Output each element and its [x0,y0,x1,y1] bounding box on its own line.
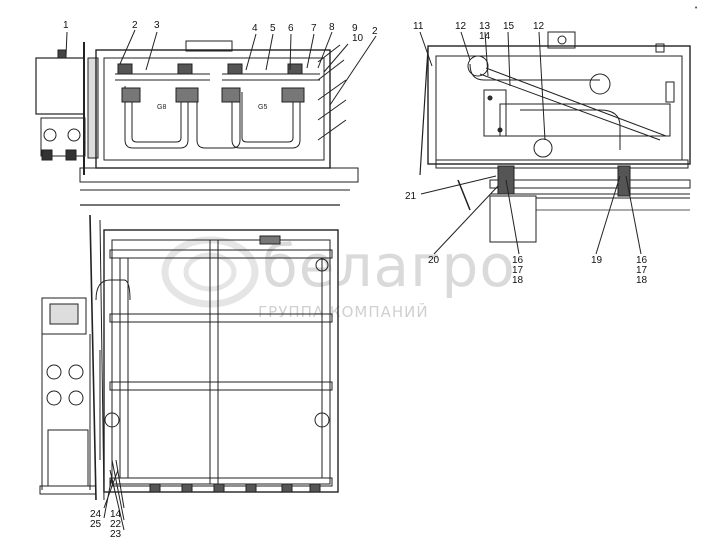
callout-11: 11 [413,21,424,32]
callout-15: 15 [503,21,515,32]
gauge-label-right: G5 [258,104,268,111]
callout-10: 10 [352,33,364,44]
callout-14-bottom: 14 [110,509,122,520]
callout-17-b: 17 [636,265,648,276]
callout-4: 4 [252,23,258,34]
callout-16-a: 16 [512,255,524,266]
callout-3: 3 [154,20,160,31]
callout-18-a: 18 [512,275,524,286]
callout-14-top: 14 [479,31,491,42]
gauge-label-left: G8 [157,104,167,111]
callout-17-a: 17 [512,265,524,276]
callout-18-b: 18 [636,275,648,286]
callout-2: 2 [132,20,138,31]
callout-6: 6 [288,23,294,34]
callout-12-left: 12 [455,21,467,32]
callout-19: 19 [591,255,603,266]
callout-16-b: 16 [636,255,648,266]
callout-21: 21 [405,191,417,202]
callout-9: 9 [352,23,358,34]
callout-22: 22 [110,519,122,530]
callout-20: 20 [428,255,440,266]
callout-8: 8 [329,22,335,33]
callout-13: 13 [479,21,491,32]
callout-12-right: 12 [533,21,545,32]
watermark-brand: белагро [262,232,516,300]
callout-24: 24 [90,509,102,520]
callout-23: 23 [110,529,122,540]
callout-5: 5 [270,23,276,34]
callout-1: 1 [63,20,69,31]
watermark-subtitle: ГРУППА КОМПАНИЙ [258,303,429,321]
callout-25: 25 [90,519,102,530]
corner-mark: • [694,4,699,12]
callout-2-right: 2 [372,26,378,37]
callout-7: 7 [311,23,317,34]
